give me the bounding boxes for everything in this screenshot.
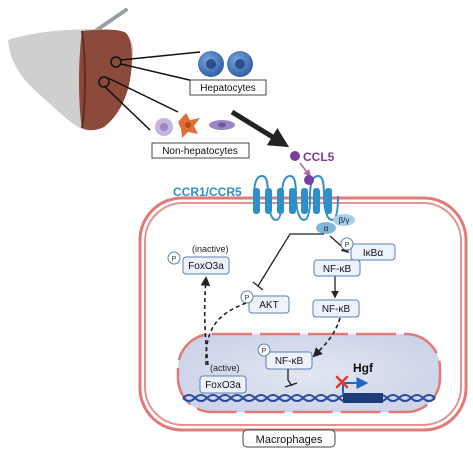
nfkb-free-label: NF-κB	[322, 304, 351, 315]
ikba-label: IκBα	[363, 248, 383, 259]
macrophages-label-box: Macrophages	[242, 429, 336, 448]
g-beta-gamma-label: β/γ	[339, 216, 350, 225]
foxo3a-inactive-label: FoxO3a	[188, 261, 224, 272]
nfkb-complex-node: NF-κB	[313, 259, 361, 277]
transcription-blocked-icon	[335, 375, 349, 389]
dna-strand-icon	[182, 394, 436, 402]
non-hepatocyte-cells-icon	[155, 113, 235, 138]
secretion-arrow	[230, 109, 290, 148]
active-label: (active)	[210, 363, 240, 373]
ikba-node: IκBα	[350, 243, 396, 261]
hgf-label: Hgf	[353, 361, 374, 375]
nfkb-free-node: NF-κB	[312, 299, 360, 318]
non-hepatocytes-label-box: Non-hepatocytes	[151, 142, 250, 159]
nfkb-nuclear-label: NF-κB	[275, 356, 304, 367]
nfkb-complex-label: NF-κB	[323, 264, 352, 275]
hepatocytes-label-box: Hepatocytes	[189, 79, 267, 96]
svg-text:P: P	[245, 295, 250, 302]
zoom-lines	[103, 51, 201, 131]
foxo3a-phospho-badge: P	[167, 251, 181, 265]
translocation-arrows	[200, 276, 341, 366]
ikba-phospho-badge: P	[340, 237, 354, 251]
inactive-label: (inactive)	[192, 244, 229, 254]
foxo3a-inactive-node: FoxO3a	[182, 256, 230, 275]
ccl5-binding-arrow	[299, 162, 311, 178]
nfkb-phospho-badge: P	[257, 343, 271, 357]
non-hepatocytes-label: Non-hepatocytes	[162, 146, 238, 157]
foxo3a-active-label: FoxO3a	[205, 380, 241, 391]
ccr-receptor-icon	[253, 174, 339, 222]
svg-text:P: P	[172, 256, 177, 263]
macrophages-label: Macrophages	[256, 434, 323, 446]
ccl5-ligand-icon	[290, 151, 300, 161]
svg-text:P: P	[345, 242, 350, 249]
akt-label: AKT	[259, 300, 278, 311]
foxo3a-active-node: FoxO3a	[199, 375, 247, 394]
g-alpha-label: α	[324, 224, 329, 233]
hgf-gene-box	[343, 393, 383, 403]
nfkb-nuclear-node: NF-κB	[265, 351, 313, 370]
liver-icon	[8, 29, 134, 131]
ccl5-label: CCL5	[303, 150, 335, 164]
g-protein-icon: α β/γ	[316, 214, 355, 234]
nfkb-dna-binding	[284, 369, 298, 388]
hepatocyte-cells-icon	[198, 51, 253, 77]
svg-text:P: P	[262, 348, 267, 355]
receptor-label: CCR1/CCR5	[173, 185, 242, 199]
akt-phospho-badge: P	[240, 290, 254, 304]
hepatocytes-label: Hepatocytes	[200, 83, 256, 94]
akt-node: AKT	[248, 295, 290, 314]
